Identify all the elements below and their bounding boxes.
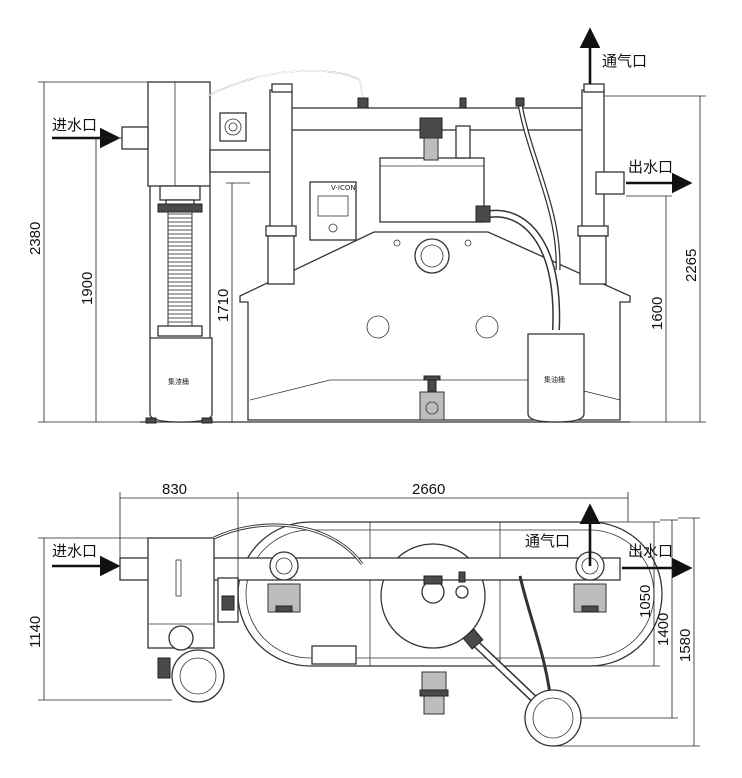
front-vent-label: 通气口 <box>602 52 647 70</box>
front-view: 集渣桶 <box>27 27 706 424</box>
oil-barrel-label: 集油桶 <box>544 375 565 384</box>
dim-1710: 1710 <box>215 289 232 322</box>
solenoid-valve <box>419 117 443 139</box>
control-panel: V-ICON <box>309 181 357 241</box>
dim-2265: 2265 <box>683 249 700 282</box>
front-inlet-label: 进水口 <box>52 116 97 134</box>
slag-barrel-label: 集渣桶 <box>168 377 189 386</box>
dim-1580: 1580 <box>677 629 694 662</box>
top-outlet-label: 出水口 <box>628 542 673 560</box>
dim-1050: 1050 <box>637 585 654 618</box>
dim-830: 830 <box>162 481 187 498</box>
top-oil-barrel <box>524 689 582 747</box>
dim-1140: 1140 <box>27 616 44 648</box>
dim-1600: 1600 <box>649 297 666 330</box>
top-vent-label: 通气口 <box>525 532 570 550</box>
dim-1900: 1900 <box>79 272 96 305</box>
inlet-separator: 集渣桶 <box>121 81 213 424</box>
dim-2660: 2660 <box>412 481 445 498</box>
dim-2380: 2380 <box>27 222 44 255</box>
top-view: 进水口 出水口 通气口 830 2660 1140 1050 1400 <box>27 481 700 747</box>
bellows-filter <box>167 207 193 327</box>
front-outlet-label: 出水口 <box>628 158 673 176</box>
dim-1400: 1400 <box>655 613 672 646</box>
front-dimensions: 2380 1900 1710 1600 2265 <box>27 81 706 423</box>
heater-box <box>379 157 485 223</box>
oil-barrel <box>527 333 585 423</box>
slag-barrel <box>149 337 213 423</box>
top-dimensions: 830 2660 1140 1050 1400 1580 <box>27 481 700 747</box>
top-inlet-label: 进水口 <box>52 542 97 560</box>
pump-motor <box>219 112 247 142</box>
left-riser <box>269 89 293 231</box>
controller-brand: V-ICON <box>331 184 356 192</box>
right-riser <box>581 89 605 231</box>
